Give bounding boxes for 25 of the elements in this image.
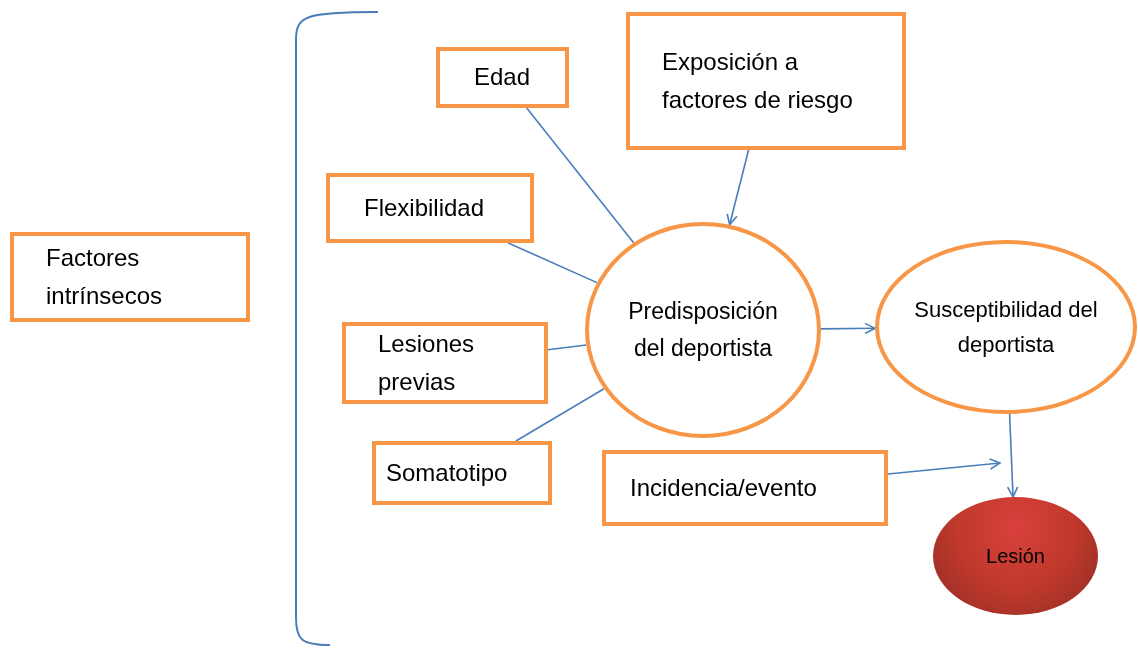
process-box xyxy=(436,47,569,108)
process-box xyxy=(626,12,906,150)
process-box xyxy=(326,173,534,243)
process-box xyxy=(342,322,548,404)
process-box xyxy=(602,450,888,526)
arrow xyxy=(887,458,1001,475)
node-label: Somatotipo xyxy=(386,457,508,488)
connector-line xyxy=(515,387,605,442)
node-label: Factores intrínsecos xyxy=(46,242,164,311)
arrow xyxy=(820,322,876,335)
node-label: Susceptibilidad del deportista xyxy=(913,295,1099,359)
node-label: Exposición a factores de riesgo xyxy=(662,46,854,115)
connector-line xyxy=(547,344,587,351)
node-label: Lesiones previas xyxy=(378,328,476,397)
node-label: Incidencia/evento xyxy=(630,472,817,503)
node-label: Lesión xyxy=(986,544,1045,569)
node-label: Edad xyxy=(474,62,531,93)
node-label: Flexibilidad xyxy=(364,192,485,223)
arrow xyxy=(1006,413,1019,498)
connector-line xyxy=(525,107,635,244)
arrow xyxy=(726,149,750,226)
process-box xyxy=(372,441,552,505)
node-label: Predisposición del deportista xyxy=(627,297,779,363)
connector-line xyxy=(507,242,598,284)
process-box xyxy=(10,232,250,322)
